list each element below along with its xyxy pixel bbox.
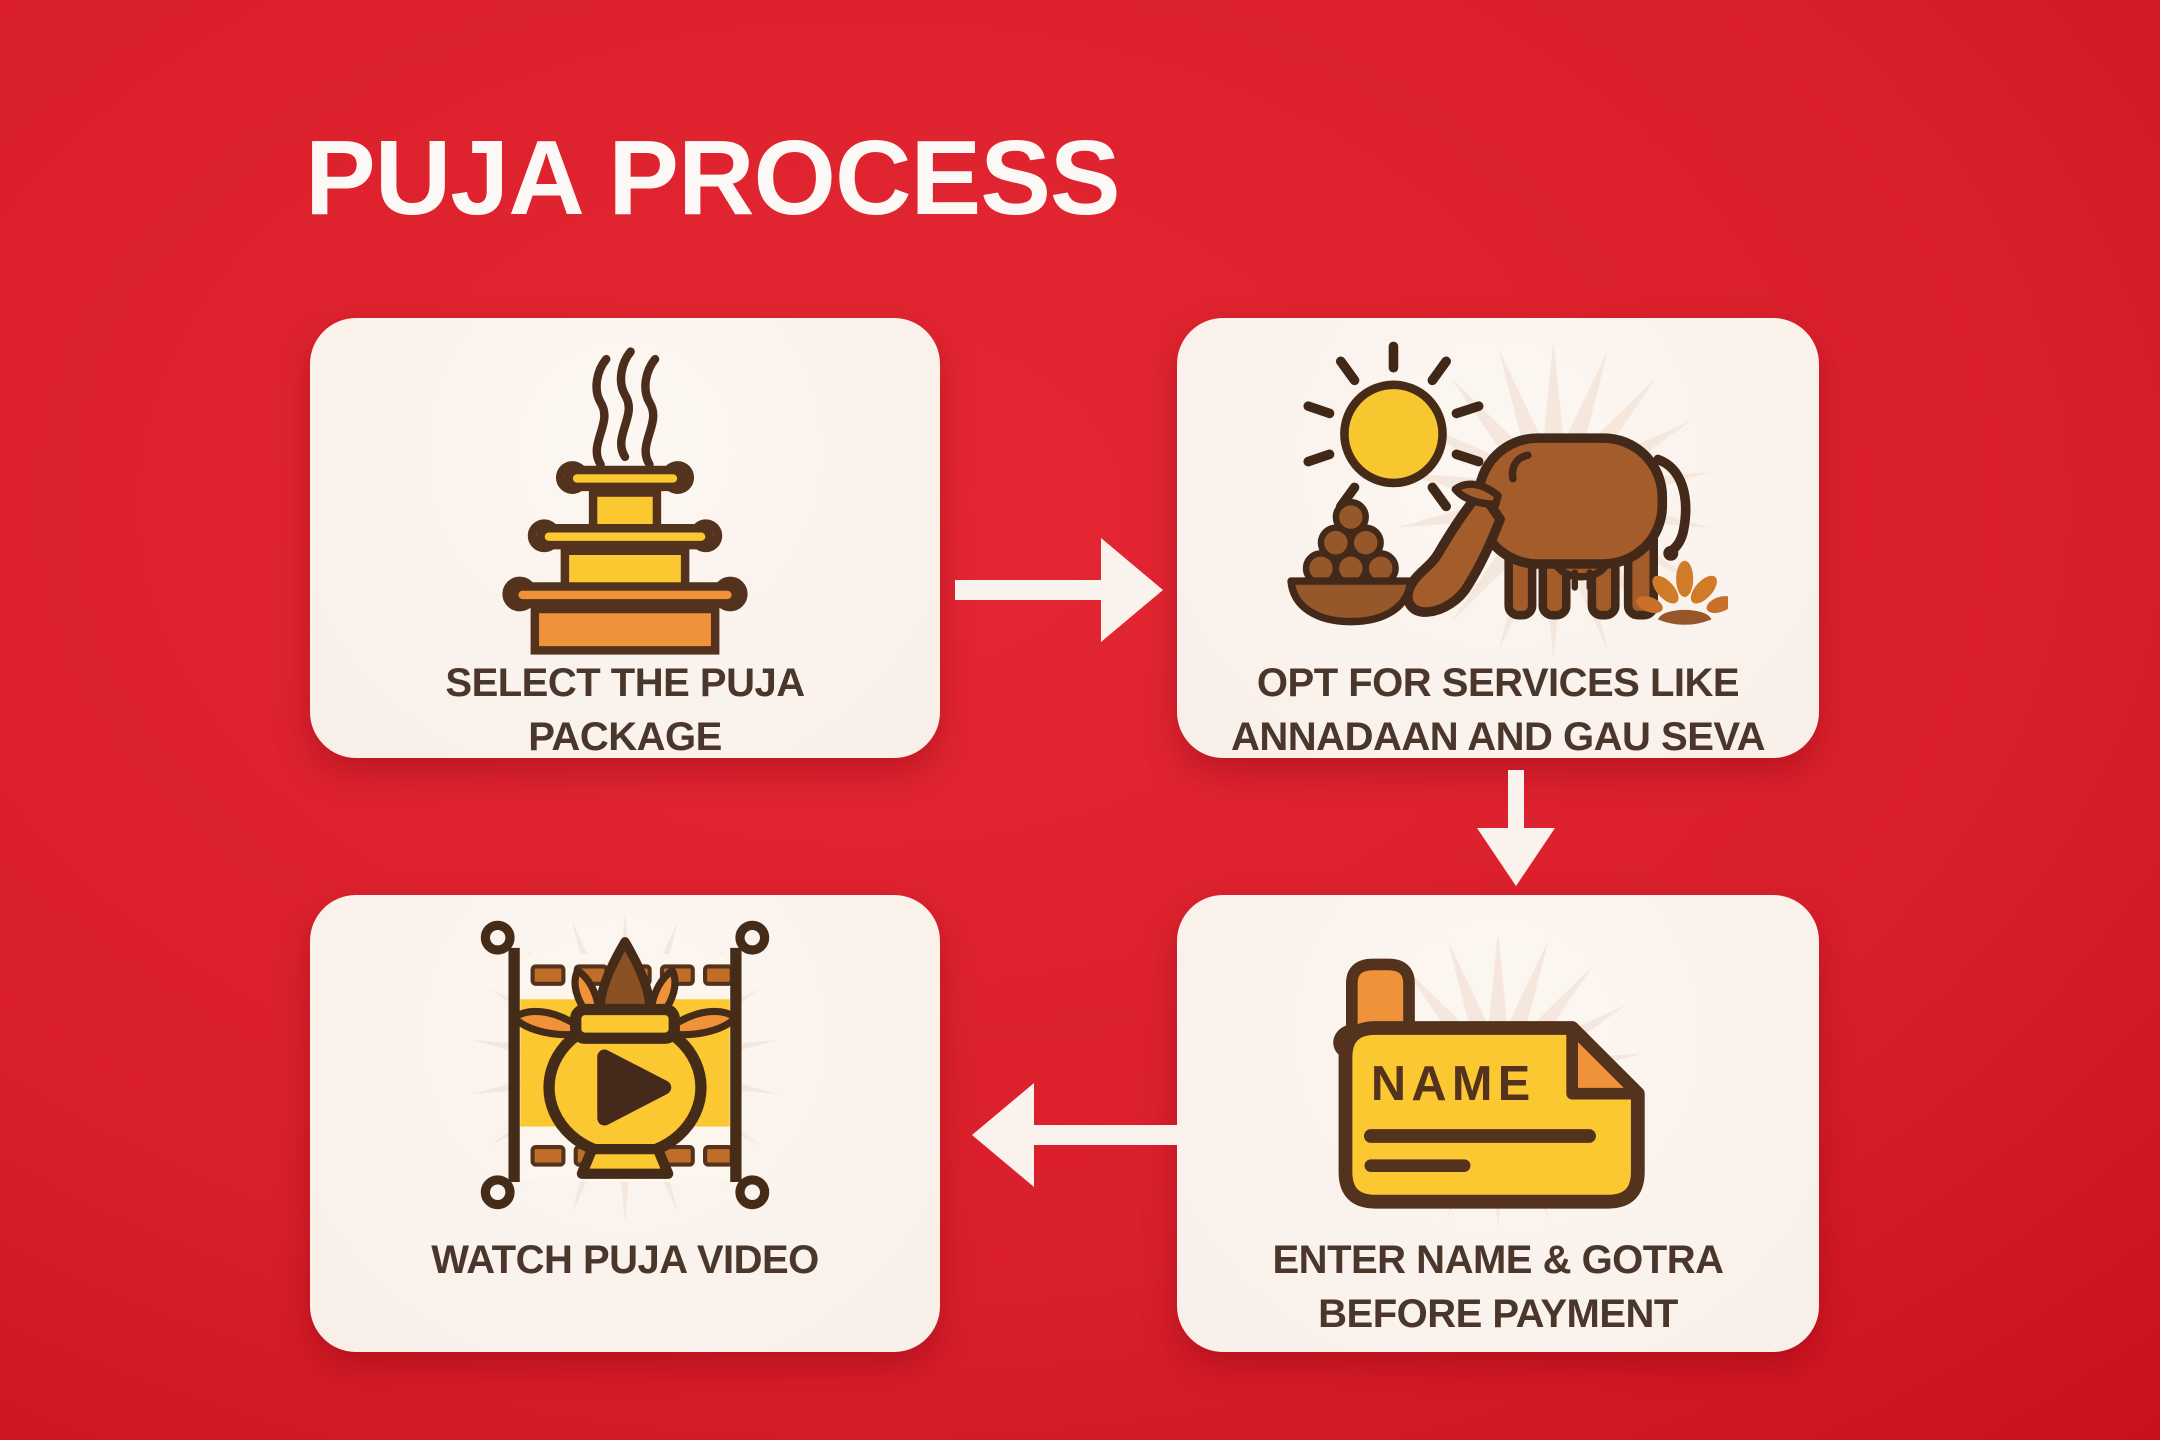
label-line-1: OPT FOR SERVICES LIKE	[1256, 661, 1740, 705]
kalash-pot	[510, 937, 740, 1179]
arrow-down-icon	[1476, 770, 1556, 886]
step-label-select-package: SELECT THE PUJA PACKAGE	[310, 656, 940, 764]
cow-grazing-icon-svg	[1287, 340, 1728, 660]
name-card-text: NAME	[1371, 1057, 1536, 1111]
scroll-body	[1338, 1021, 1645, 1209]
label-line-1: WATCH PUJA VIDEO	[431, 1238, 819, 1282]
cow-body	[1403, 433, 1691, 620]
name-scroll-icon-svg: NAME	[1333, 939, 1646, 1225]
arrow-left-icon	[972, 1083, 1182, 1187]
arrow-shaft	[1032, 1125, 1180, 1145]
play-icon	[597, 1049, 672, 1126]
step-card-watch-video: WATCH PUJA VIDEO	[310, 895, 940, 1352]
cow-grazing-icon	[1177, 340, 1819, 660]
step-card-services: OPT FOR SERVICES LIKE ANNADAAN AND GAU S…	[1177, 318, 1819, 759]
plant-sprig-icon	[1636, 560, 1728, 625]
step-card-select-package: SELECT THE PUJA PACKAGE	[310, 318, 940, 759]
label-line-1: ENTER NAME & GOTRA	[1272, 1238, 1725, 1282]
folded-corner	[1566, 1022, 1644, 1100]
arrow-head	[1477, 828, 1555, 886]
puja-stand-icon	[310, 346, 940, 656]
name-scroll-icon: NAME	[1177, 939, 1819, 1225]
label-line-2: PACKAGE	[528, 715, 722, 759]
smoke-lines	[592, 347, 660, 469]
label-line-2: BEFORE PAYMENT	[1318, 1292, 1678, 1336]
arrow-head	[1101, 538, 1163, 642]
puja-video-icon	[310, 913, 940, 1221]
label-line-1: SELECT THE PUJA	[445, 661, 805, 705]
arrow-head	[972, 1083, 1034, 1187]
puja-stand-icon-svg	[502, 347, 748, 655]
page-title: PUJA PROCESS	[305, 119, 1121, 237]
step-label-watch-video: WATCH PUJA VIDEO	[310, 1233, 940, 1287]
frame-poles	[480, 920, 770, 1210]
arrow-shaft	[1508, 770, 1524, 830]
laddu-bowl-icon	[1287, 498, 1415, 626]
puja-video-icon-svg	[469, 913, 781, 1221]
sun-icon	[1303, 341, 1484, 512]
step-label-name-gotra: ENTER NAME & GOTRA BEFORE PAYMENT	[1177, 1233, 1819, 1341]
tier-top	[555, 461, 695, 540]
step-label-services: OPT FOR SERVICES LIKE ANNADAAN AND GAU S…	[1177, 656, 1819, 764]
arrow-shaft	[955, 580, 1103, 600]
tier-bottom	[502, 576, 748, 655]
arrow-right-icon	[953, 538, 1163, 642]
step-card-name-gotra: NAME ENTER NAME & GOTRA BEFORE PAYMENT	[1177, 895, 1819, 1352]
label-line-2: ANNADAAN AND GAU SEVA	[1231, 715, 1765, 759]
